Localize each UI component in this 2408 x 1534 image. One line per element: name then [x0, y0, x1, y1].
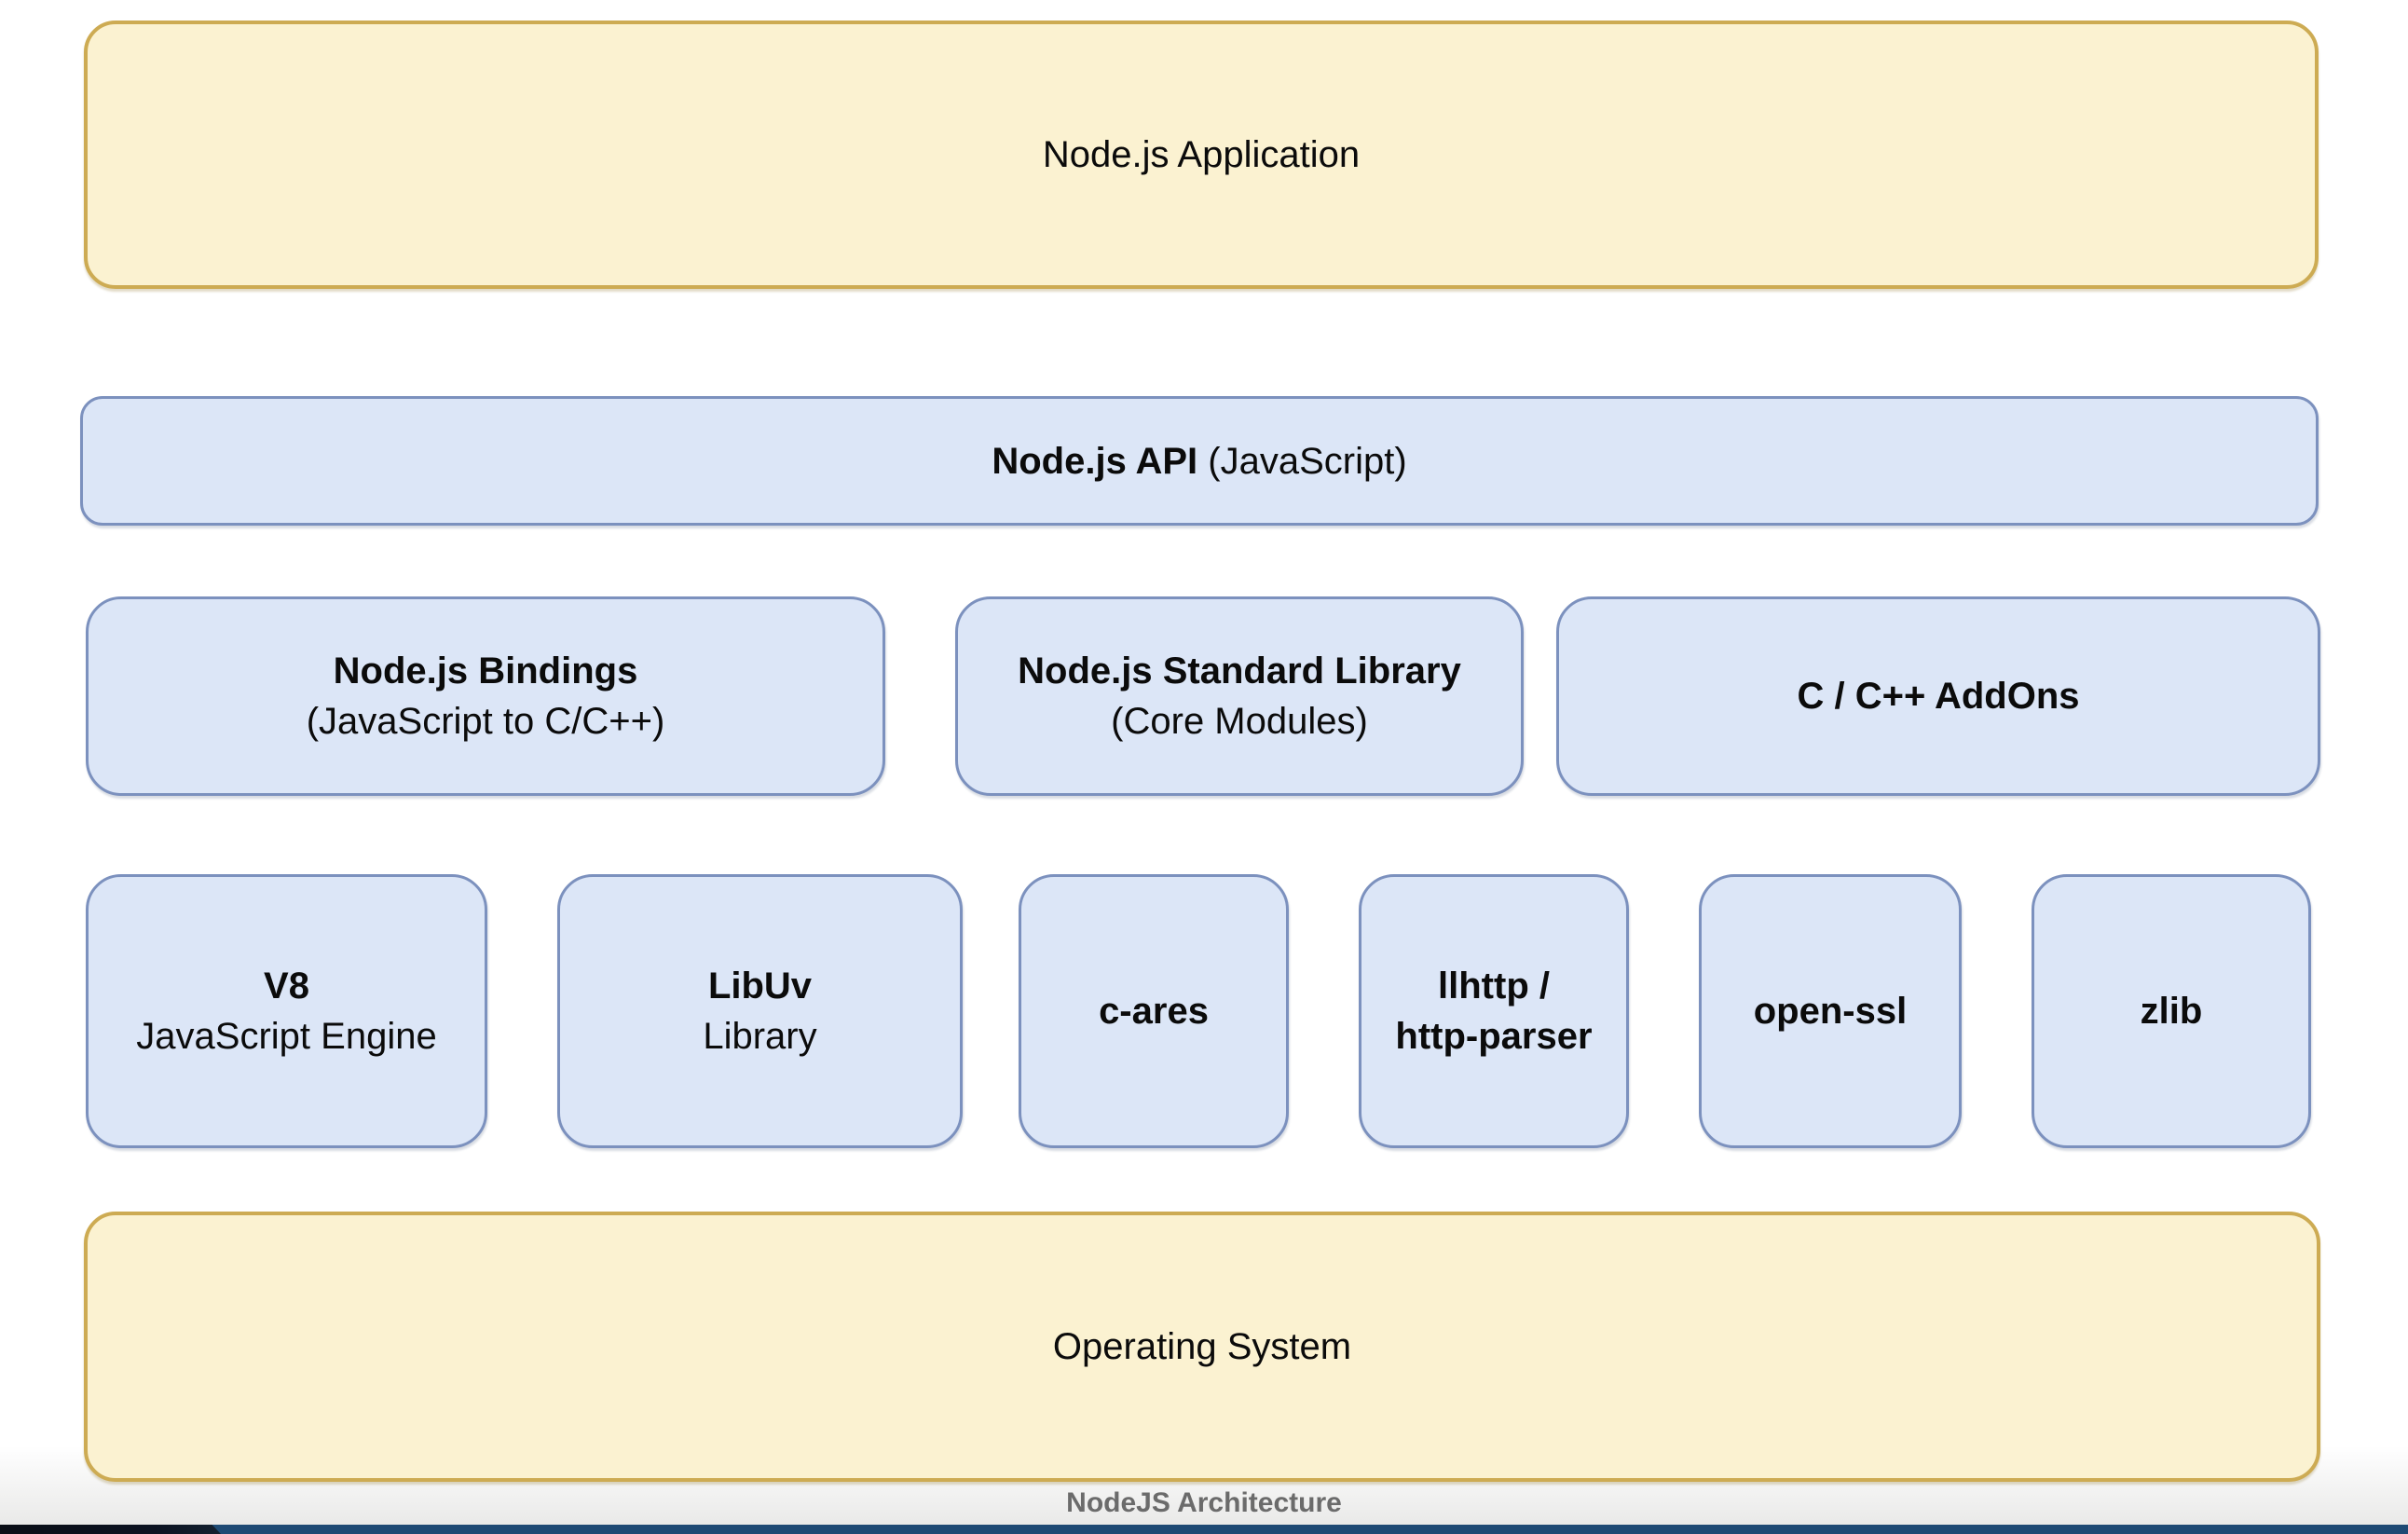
cares-box: c-ares — [1019, 874, 1289, 1148]
v8-subtitle: JavaScript Engine — [136, 1016, 437, 1057]
libuv-subtitle: Library — [703, 1016, 817, 1057]
api-layer-label-bold: Node.js API — [992, 440, 1198, 482]
addons-title: C / C++ AddOns — [1797, 676, 2080, 717]
zlib-title: zlib — [2140, 991, 2203, 1032]
api-layer-label: Node.js API (JavaScript) — [992, 436, 1406, 486]
openssl-box: open-ssl — [1699, 874, 1962, 1148]
application-layer-label: Node.js Application — [1042, 134, 1361, 175]
bindings-subtitle: (JavaScript to C/C++) — [306, 701, 665, 742]
bottom-bar — [0, 1525, 2408, 1534]
api-layer-label-rest: (JavaScript) — [1197, 440, 1407, 482]
llhttp-title-line2: http-parser — [1395, 1016, 1593, 1057]
addons-box: C / C++ AddOns — [1556, 596, 2320, 796]
diagram-caption: NodeJS Architecture — [1066, 1487, 1342, 1518]
os-layer-label: Operating System — [1052, 1326, 1352, 1367]
llhttp-box: llhttp / http-parser — [1359, 874, 1629, 1148]
v8-title: V8 — [264, 966, 309, 1007]
v8-box: V8 JavaScript Engine — [86, 874, 487, 1148]
os-layer-box: Operating System — [84, 1212, 2320, 1482]
bottom-bar-black-segment — [0, 1525, 221, 1534]
bindings-title: Node.js Bindings — [333, 651, 638, 692]
libuv-box: LibUv Library — [557, 874, 963, 1148]
application-layer-box: Node.js Application — [84, 21, 2319, 289]
cares-title: c-ares — [1099, 991, 1209, 1032]
llhttp-title-line1: llhttp / — [1438, 966, 1550, 1007]
bindings-box: Node.js Bindings (JavaScript to C/C++) — [86, 596, 885, 796]
standard-library-box: Node.js Standard Library (Core Modules) — [955, 596, 1524, 796]
libuv-title: LibUv — [707, 966, 813, 1007]
openssl-title: open-ssl — [1753, 991, 1908, 1032]
zlib-box: zlib — [2032, 874, 2311, 1148]
standard-library-title: Node.js Standard Library — [1018, 651, 1461, 692]
standard-library-subtitle: (Core Modules) — [1111, 701, 1368, 742]
api-layer-box: Node.js API (JavaScript) — [80, 396, 2319, 526]
